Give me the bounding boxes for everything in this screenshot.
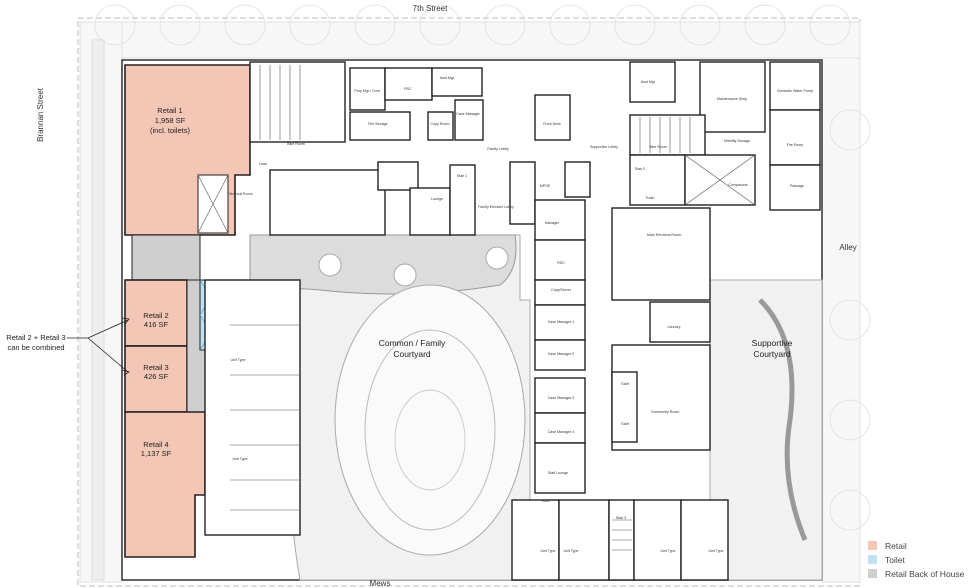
room-label: Unit Type — [708, 549, 723, 553]
room-label: Toilet — [621, 382, 629, 386]
common-courtyard-label-1: Common / Family — [379, 338, 446, 348]
room-label: Manager — [545, 221, 560, 225]
room-label: Toilet — [621, 422, 629, 426]
room-label: Bike Room — [649, 145, 667, 149]
room-label: Bath — [542, 499, 549, 503]
site — [77, 4, 871, 587]
street-label-north: 7th Street — [413, 4, 448, 13]
annotation-line-1: Retail 2 + Retail 3 — [6, 333, 65, 342]
room-label: Stair 1 — [457, 174, 467, 178]
room-label: Case Manager 2 — [548, 352, 575, 356]
room-label: Main Electrical Room — [647, 233, 681, 237]
room-label: Copy/Server — [551, 288, 572, 292]
legend-swatch-toilet — [868, 555, 877, 564]
common-courtyard-label-2: Courtyard — [393, 349, 431, 359]
room-label: Community Room — [651, 410, 680, 414]
room-label: Asst Mgr — [641, 80, 656, 84]
room-label: Case Manager 3 — [548, 396, 575, 400]
retail-4-name: Retail 4 — [143, 440, 168, 449]
room-label: RSC — [404, 87, 412, 91]
room-label: Bike Room — [287, 142, 305, 146]
combine-annotation: Retail 2 + Retail 3 can be combined — [6, 317, 130, 376]
room-label: Case Manager — [456, 112, 480, 116]
room-label: Case Manager 1 — [548, 320, 575, 324]
retail-2-area: 416 SF — [144, 320, 169, 329]
room-label: Unit Type — [540, 549, 555, 553]
room-label: Family Lobby — [487, 147, 509, 151]
room-label: Trash — [645, 196, 654, 200]
room-label: Unit Type — [563, 549, 578, 553]
room-label: Unit Type — [230, 358, 245, 362]
street-trees — [91, 4, 871, 581]
room-label: MPOE — [540, 184, 551, 188]
room-label: Prop Mgr / Conf — [354, 89, 379, 93]
room-label: Mobility Storage — [724, 139, 750, 143]
residential-units-south — [511, 499, 729, 581]
room-label: Unit Type — [660, 549, 675, 553]
legend-swatch-retail — [868, 541, 877, 550]
room-label: Laundry — [668, 325, 681, 329]
room-label: Asst Mgr — [440, 76, 455, 80]
room-label: Fire Pump — [787, 143, 804, 147]
legend-label-retail: Retail — [885, 541, 907, 551]
annotation-line-2: can be combined — [7, 343, 64, 352]
street-label-south: Mews — [370, 579, 391, 588]
room-label: Passage — [790, 184, 804, 188]
room-label: Copy Room — [431, 122, 450, 126]
legend: Retail Toilet Retail Back of House — [868, 541, 965, 579]
supportive-courtyard-label-1: Supportive — [752, 338, 793, 348]
retail-1-area: 1,958 SF — [155, 116, 186, 125]
room-label: Maintenance Shop — [717, 97, 747, 101]
retail-labels: Retail 1 1,958 SF (incl. toilets) Retail… — [141, 106, 191, 458]
room-label: Staff Lounge — [548, 471, 568, 475]
retail-3-name: Retail 3 — [143, 363, 168, 372]
retail-1-name: Retail 1 — [157, 106, 182, 115]
room-label: Supportive Lobby — [590, 145, 618, 149]
supportive-courtyard — [709, 279, 823, 581]
room-label: Electrical Room — [227, 192, 252, 196]
room-label: File Storage — [368, 122, 387, 126]
retail-2-name: Retail 2 — [143, 311, 168, 320]
supportive-courtyard-label-2: Courtyard — [753, 349, 791, 359]
room-label: Stair 2 — [635, 167, 645, 171]
legend-label-toilet: Toilet — [885, 555, 905, 565]
retail-1-note: (incl. toilets) — [150, 126, 191, 135]
room-label: Lounge — [431, 197, 443, 201]
retail-3-area: 426 SF — [144, 372, 169, 381]
street-label-east: Alley — [839, 243, 856, 252]
room-label: Unit Type — [232, 457, 247, 461]
retail-4-area: 1,137 SF — [141, 449, 172, 458]
room-label: Compactors — [728, 183, 748, 187]
room-label: RSC — [557, 261, 565, 265]
street-label-west: Brannan Street — [36, 87, 45, 142]
room-label: Family Elevator Lobby — [478, 205, 514, 209]
room-label: Domestic Water Pump — [777, 89, 813, 93]
interior-rooms — [204, 61, 821, 581]
room-label: Stair 3 — [616, 516, 626, 520]
room-label: Front Desk — [543, 122, 561, 126]
room-labels: Prop Mgr / Conf RSC Asst Mgr File Storag… — [227, 76, 813, 553]
common-courtyard — [249, 234, 531, 581]
legend-swatch-back-of-house — [868, 569, 877, 578]
room-label: Case Manager 4 — [548, 430, 575, 434]
legend-label-back-of-house: Retail Back of House — [885, 569, 965, 579]
room-label: Data — [259, 162, 267, 166]
